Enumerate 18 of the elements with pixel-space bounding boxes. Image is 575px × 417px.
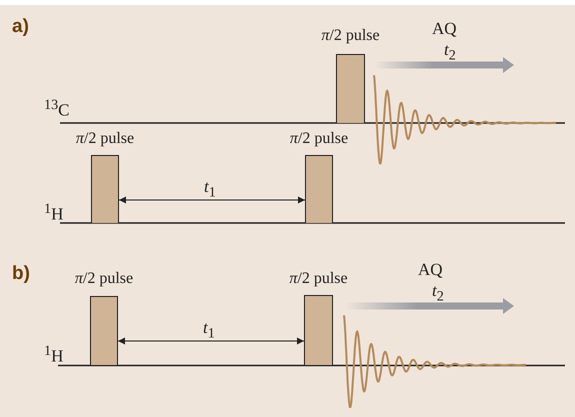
panel-letter: b): [12, 264, 30, 283]
acquisition-label: AQ: [432, 20, 457, 37]
pulse-label: π/2 pulse: [289, 271, 348, 287]
panel-letter: a): [12, 17, 29, 36]
pulse-label: π/2 pulse: [74, 271, 134, 287]
edge-label: t$_{1}$: [203, 319, 215, 341]
pulse-label: π/2 pulse: [321, 28, 380, 44]
time-label: t$_{2}$: [432, 282, 444, 304]
interval-arrow: [118, 338, 304, 344]
pulse-label: π/2 pulse: [76, 131, 134, 147]
interval-arrow: [118, 196, 306, 204]
nucleus-label: $^{1}$H: [44, 344, 64, 365]
nucleus-label: $^{1}$H: [44, 202, 64, 223]
edge-label: t$_{1}$: [204, 178, 216, 200]
time-label: t$_{2}$: [444, 41, 456, 63]
pulse-label: π/2 pulse: [290, 131, 348, 147]
nucleus-label: $^{13}$C: [44, 98, 70, 119]
acquisition-label: AQ: [418, 261, 443, 278]
